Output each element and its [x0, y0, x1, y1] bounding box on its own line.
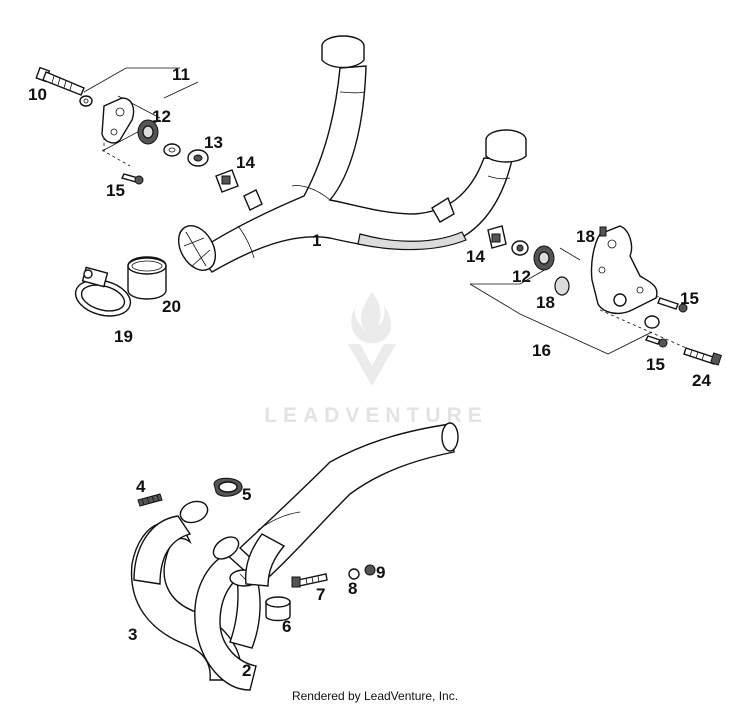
- right-hardware-group: [469, 225, 722, 366]
- callout-15-right: 15: [680, 289, 699, 308]
- callout-18-top: 18: [576, 227, 595, 246]
- callout-24: 24: [692, 371, 711, 390]
- callout-9: 9: [376, 563, 385, 582]
- y-pipe: [177, 35, 527, 273]
- callout-6: 6: [282, 617, 291, 636]
- callout-20: 20: [162, 297, 181, 316]
- callout-3: 3: [128, 625, 137, 644]
- callout-15-lower: 15: [646, 355, 665, 374]
- left-hardware-group: [35, 66, 239, 193]
- header-pipes: [130, 422, 459, 691]
- watermark-text: LEADVENTURE: [264, 404, 488, 427]
- callout-2: 2: [242, 661, 251, 680]
- callout-10: 10: [28, 85, 47, 104]
- callout-labels: 1 2 3 4 5 6 7 8 9 10 11 12 13 14 15 14 1…: [28, 65, 711, 680]
- leadventure-watermark: LEADVENTURE: [264, 292, 488, 427]
- callout-19: 19: [114, 327, 133, 346]
- clamp-and-sleeve: [74, 256, 167, 317]
- footer-credit: Rendered by LeadVenture, Inc.: [291, 689, 459, 703]
- callout-13: 13: [204, 133, 223, 152]
- callout-14-left: 14: [236, 153, 255, 172]
- callout-5: 5: [242, 485, 251, 504]
- callout-4: 4: [136, 477, 146, 496]
- callout-8: 8: [348, 579, 357, 598]
- callout-16: 16: [532, 341, 551, 360]
- callout-11: 11: [172, 65, 190, 84]
- callout-18-mid: 18: [536, 293, 555, 312]
- callout-15-left: 15: [106, 181, 125, 200]
- callout-12-left: 12: [152, 107, 171, 126]
- callout-1: 1: [312, 231, 321, 250]
- callout-7: 7: [316, 585, 325, 604]
- callout-12-right: 12: [512, 267, 531, 286]
- callout-14-right: 14: [466, 247, 485, 266]
